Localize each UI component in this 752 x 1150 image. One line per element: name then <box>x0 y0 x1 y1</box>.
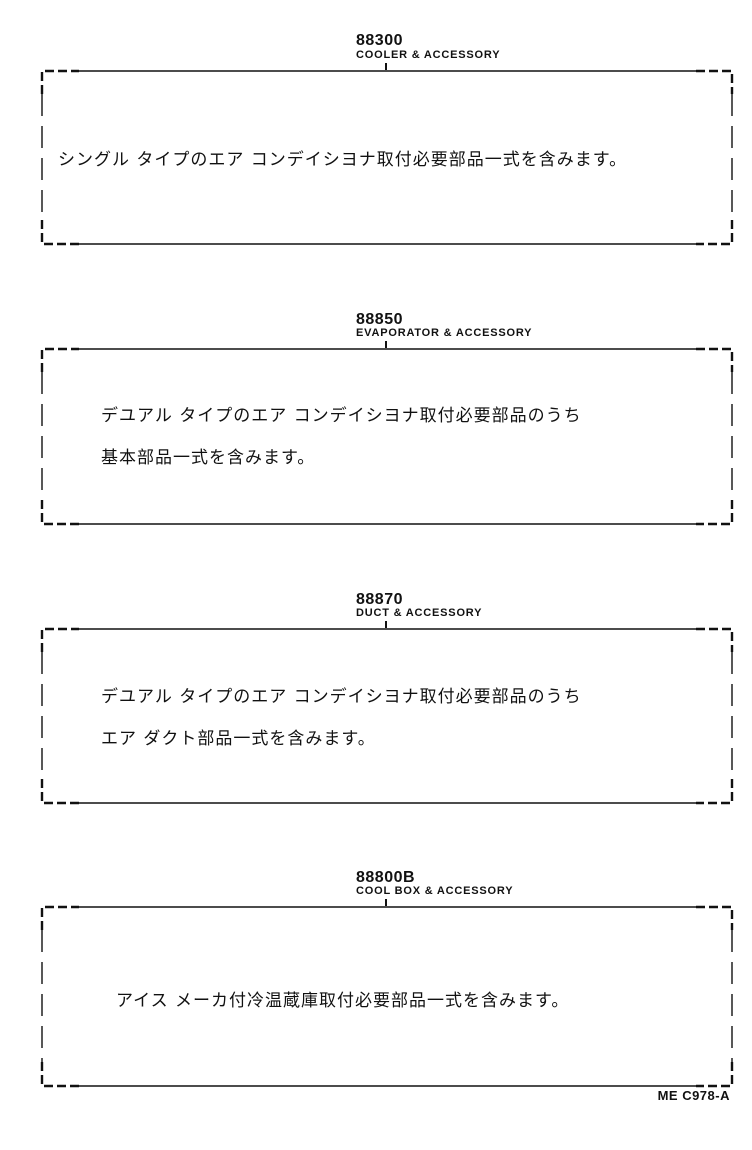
description-line: シングル タイプのエア コンデイシヨナ取付必要部品一式を含みます。 <box>58 150 628 170</box>
frame-border <box>40 627 734 805</box>
caption-tick <box>385 899 387 906</box>
description-line: エア ダクト部品一式を含みます。 <box>101 729 376 749</box>
description-line: デユアル タイプのエア コンデイシヨナ取付必要部品のうち <box>101 406 582 426</box>
dashed-frame <box>40 347 734 526</box>
dashed-frame <box>40 905 734 1088</box>
part-caption: EVAPORATOR & ACCESSORY <box>356 327 533 339</box>
document-code: ME C978-A <box>657 1088 730 1103</box>
description-line: アイス メーカ付冷温蔵庫取付必要部品一式を含みます。 <box>116 991 570 1011</box>
dashed-frame <box>40 627 734 805</box>
caption-tick <box>385 341 387 348</box>
caption-tick <box>385 63 387 70</box>
part-caption: COOLER & ACCESSORY <box>356 49 501 61</box>
description-line: 基本部品一式を含みます。 <box>101 448 316 468</box>
frame-border <box>40 905 734 1088</box>
caption-tick <box>385 621 387 628</box>
dashed-frame <box>40 69 734 246</box>
part-caption: DUCT & ACCESSORY <box>356 607 483 619</box>
frame-border <box>40 347 734 526</box>
part-caption: COOL BOX & ACCESSORY <box>356 885 514 897</box>
part-code: 88870 <box>356 591 403 608</box>
part-code: 88300 <box>356 32 403 49</box>
part-code: 88800B <box>356 869 416 886</box>
part-code: 88850 <box>356 311 403 328</box>
frame-border <box>40 69 734 246</box>
description-line: デユアル タイプのエア コンデイシヨナ取付必要部品のうち <box>101 687 582 707</box>
